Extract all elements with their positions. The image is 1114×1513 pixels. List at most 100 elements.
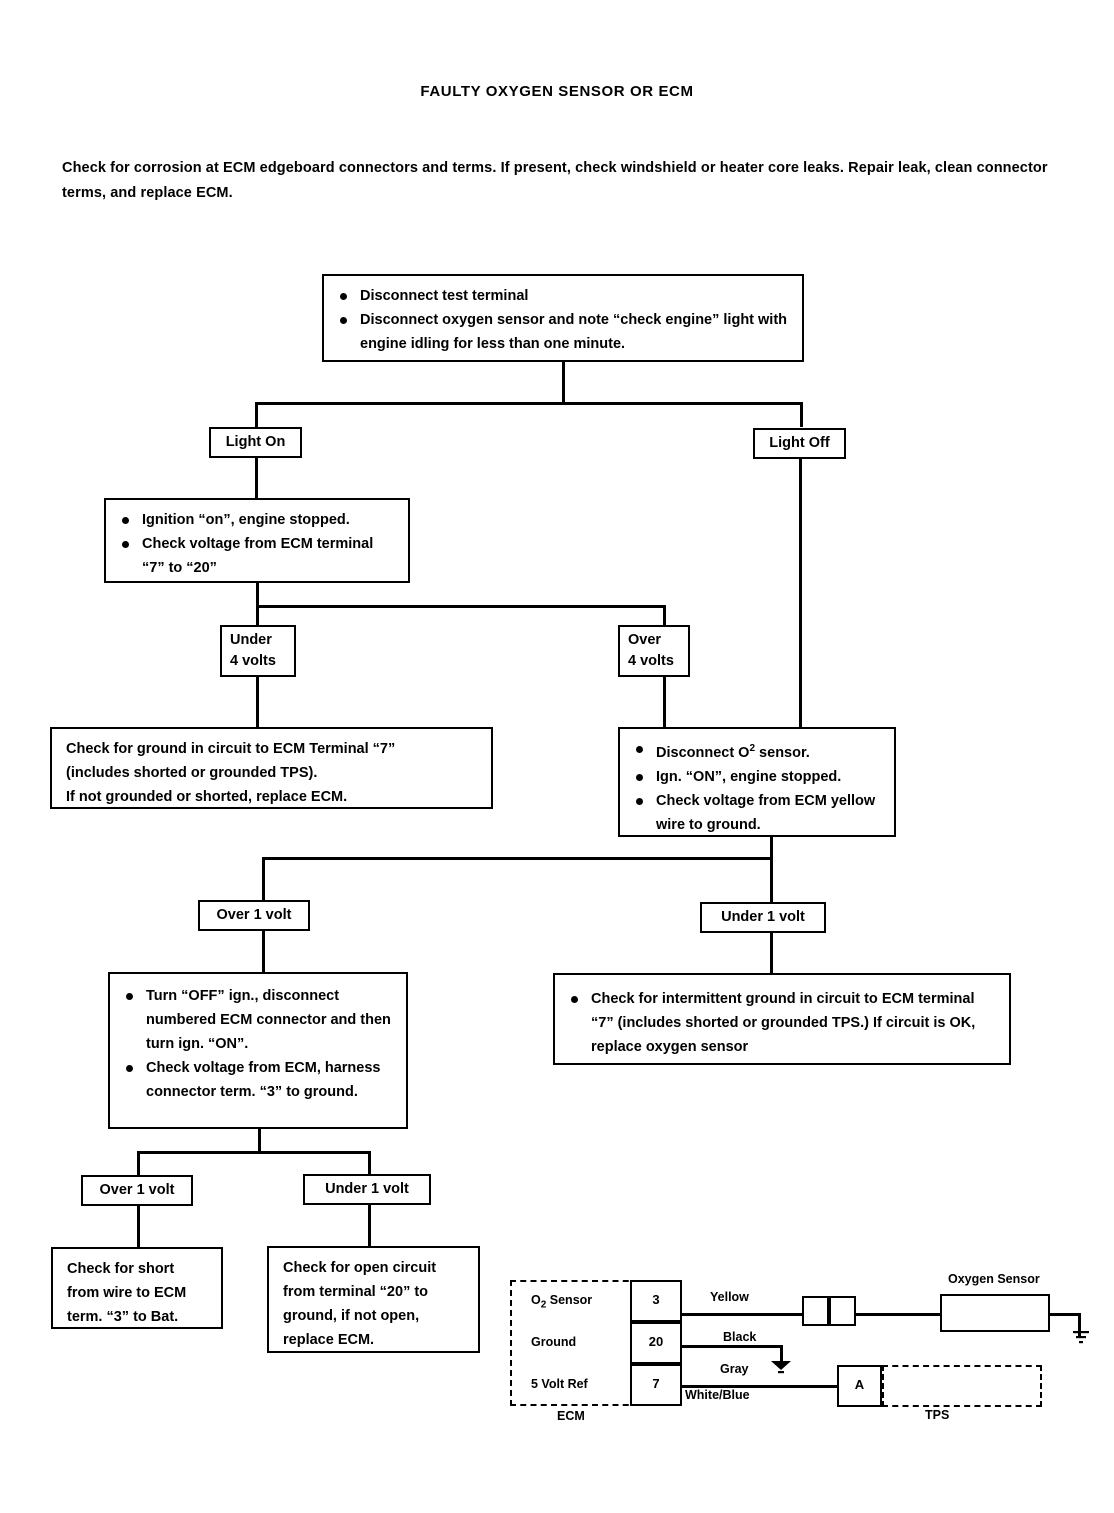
- ground-check-line-1: Check for ground in circuit to ECM Termi…: [66, 741, 396, 757]
- turn-off-ign-box: Turn “OFF” ign., disconnect numbered ECM…: [108, 972, 408, 1129]
- ground-icon: [1073, 1331, 1089, 1344]
- page-title: FAULTY OXYGEN SENSOR OR ECM: [420, 83, 694, 100]
- connector-to-under1-mid: [770, 857, 773, 902]
- turnoff-bullet-2: Check voltage from ECM, harness connecto…: [120, 1056, 396, 1104]
- over-4-volts-line1: Over: [628, 632, 662, 648]
- under-1-volt-low-label: Under 1 volt: [325, 1181, 409, 1197]
- terminal-cell-7: [630, 1364, 682, 1406]
- connector-1volt-low-split: [137, 1151, 370, 1154]
- connector-4volts-split: [256, 605, 665, 608]
- connector-to-light-off: [800, 402, 803, 427]
- terminal-number-7: 7: [652, 1376, 660, 1391]
- terminal-number-3: 3: [652, 1292, 660, 1307]
- wire-to-tps: [790, 1385, 837, 1388]
- wire-label-white-blue: White/Blue: [685, 1388, 750, 1402]
- tps-terminal-label: A: [854, 1377, 865, 1392]
- open-line-2: from terminal “20” to: [283, 1284, 429, 1300]
- terminal-name-ground: Ground: [531, 1335, 577, 1349]
- wire-gray: [682, 1385, 837, 1388]
- connector-over4-down: [663, 677, 666, 727]
- wire-sensor-tail-down: [1078, 1313, 1081, 1336]
- wire-label-black: Black: [723, 1330, 757, 1344]
- connector-over1low-down: [137, 1206, 140, 1248]
- over-1-volt-low-label: Over 1 volt: [99, 1182, 175, 1198]
- ignition-bullet-1: Ignition “on”, engine stopped.: [116, 508, 398, 532]
- ground-check-line-3: If not grounded or shorted, replace ECM.: [66, 789, 348, 805]
- o2-bullet-1: Disconnect O2 sensor.: [630, 737, 884, 765]
- intro-paragraph: Check for corrosion at ECM edgeboard con…: [62, 160, 1048, 201]
- tps-label: TPS: [925, 1408, 950, 1422]
- connector-1volt-split: [262, 857, 772, 860]
- terminal-cell-3: [630, 1280, 682, 1322]
- oxygen-sensor-label: Oxygen Sensor: [948, 1272, 1040, 1286]
- connector-start-split: [255, 402, 803, 405]
- connector-to-light-on: [255, 402, 258, 427]
- over-1-volt-mid-label: Over 1 volt: [216, 907, 292, 923]
- intermittent-ground-box: Check for intermittent ground in circuit…: [553, 973, 1011, 1065]
- wire-black-down: [780, 1345, 783, 1363]
- under-1-volt-mid-label: Under 1 volt: [721, 909, 805, 925]
- open-line-4: replace ECM.: [283, 1332, 375, 1348]
- connector-lightoff-down: [799, 459, 802, 727]
- disconnect-o2-box: Disconnect O2 sensor. Ign. “ON”, engine …: [618, 727, 896, 837]
- connector-under1low-down: [368, 1205, 371, 1247]
- connector-to-over1-low: [137, 1151, 140, 1175]
- open-line-3: ground, if not open,: [283, 1308, 420, 1324]
- branch-light-off-label: Light Off: [769, 435, 830, 451]
- terminal-cell-20: [630, 1322, 682, 1364]
- connector-to-over4: [663, 605, 666, 625]
- tps-enclosure: [882, 1365, 1042, 1407]
- turnoff-bullet-1: Turn “OFF” ign., disconnect numbered ECM…: [120, 984, 396, 1056]
- connector-ignition-down: [256, 583, 259, 607]
- connector-under1mid-down: [770, 933, 773, 973]
- terminal-number-20: 20: [648, 1334, 664, 1349]
- ground-icon: [771, 1361, 791, 1374]
- ignition-bullet-2: Check voltage from ECM terminal “7” to “…: [116, 532, 398, 580]
- terminal-name-o2-sensor: O2 Sensor: [531, 1293, 593, 1311]
- o2-bullet-2: Ign. “ON”, engine stopped.: [630, 765, 884, 789]
- branch-over-4-volts: Over 4 volts: [618, 625, 690, 677]
- over-4-volts-line2: 4 volts: [628, 653, 674, 669]
- connector-to-under4: [256, 605, 259, 625]
- branch-over-1-volt-mid: Over 1 volt: [198, 900, 310, 931]
- oxygen-sensor-body: [940, 1294, 1050, 1332]
- connector-o2-down: [770, 837, 773, 859]
- wire-yellow: [682, 1313, 802, 1316]
- connector-under4-down: [256, 677, 259, 727]
- short-line-1: Check for short: [67, 1261, 175, 1277]
- start-bullet-2: Disconnect oxygen sensor and note “check…: [334, 308, 792, 356]
- wire-label-yellow: Yellow: [710, 1290, 749, 1304]
- ecm-label: ECM: [557, 1409, 585, 1423]
- branch-light-on-label: Light On: [225, 434, 286, 450]
- branch-light-off: Light Off: [753, 428, 846, 459]
- connector-half-right: [829, 1296, 856, 1326]
- open-line-1: Check for open circuit: [283, 1260, 437, 1276]
- start-box: Disconnect test terminal Disconnect oxyg…: [322, 274, 804, 362]
- ground-check-box: Check for ground in circuit to ECM Termi…: [50, 727, 493, 809]
- wire-connector-to-sensor: [856, 1313, 940, 1316]
- branch-over-1-volt-low: Over 1 volt: [81, 1175, 193, 1206]
- connector-lighton-down: [255, 458, 258, 501]
- start-bullet-1: Disconnect test terminal: [334, 284, 792, 308]
- short-line-2: from wire to ECM: [67, 1285, 187, 1301]
- ground-symbol-sensor: [1071, 1330, 1091, 1346]
- o2-bullet-3: Check voltage from ECM yellow wire to gr…: [630, 789, 884, 837]
- connector-turnoff-down: [258, 1129, 261, 1153]
- connector-start-down: [562, 362, 565, 404]
- ignition-check-box: Ignition “on”, engine stopped. Check vol…: [104, 498, 410, 583]
- wire-label-gray: Gray: [720, 1362, 749, 1376]
- check-open-circuit-box: Check for open circuit from terminal “20…: [267, 1246, 480, 1353]
- wire-sensor-tail: [1050, 1313, 1080, 1316]
- branch-under-1-volt-low: Under 1 volt: [303, 1174, 431, 1205]
- under-4-volts-line2: 4 volts: [230, 653, 276, 669]
- wiring-schematic: 3 20 7 O2 Sensor Ground 5 Volt Ref ECM Y…: [505, 1272, 1105, 1427]
- intermittent-bullet-1: Check for intermittent ground in circuit…: [565, 987, 999, 1059]
- ground-check-line-2: (includes shorted or grounded TPS).: [66, 765, 318, 781]
- branch-under-4-volts: Under 4 volts: [220, 625, 296, 677]
- branch-under-1-volt-mid: Under 1 volt: [700, 902, 826, 933]
- connector-half-left: [802, 1296, 829, 1326]
- wire-black: [682, 1345, 782, 1348]
- connector-to-over1-mid: [262, 857, 265, 902]
- connector-to-under1-low: [368, 1151, 371, 1175]
- under-4-volts-line1: Under: [230, 632, 272, 648]
